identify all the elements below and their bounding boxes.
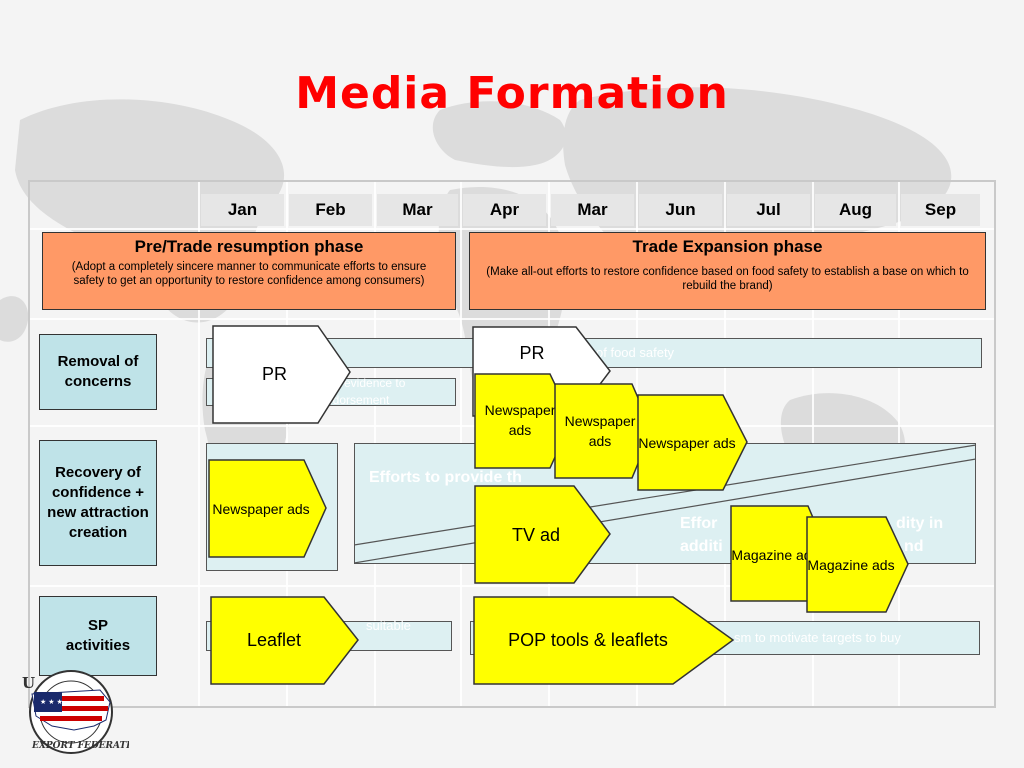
leaflet-label: Leaflet	[246, 630, 302, 650]
column-divider	[198, 182, 200, 706]
row-divider	[30, 585, 994, 587]
row-divider	[30, 318, 994, 320]
pre-trade-phase-box: Pre/Trade resumption phase (Adopt a comp…	[42, 232, 456, 310]
trade-expansion-phase-description: (Make all-out efforts to restore confide…	[486, 266, 969, 292]
logo-text: EXPORT FEDERATION	[31, 741, 129, 751]
row-label-removal: Removal of concerns	[39, 334, 157, 410]
trade-expansion-phase-title: Trade Expansion phase	[632, 237, 823, 256]
pr-shape-1-label: PR	[261, 364, 287, 384]
pop-bar-text: sm to motivate targets to buy	[734, 630, 901, 645]
month-header-mar: Mar	[377, 194, 458, 226]
pre-trade-phase-title: Pre/Trade resumption phase	[134, 237, 364, 256]
magazine-ads-2-label: Magazine ads	[807, 557, 895, 573]
pr-shape-2-label: PR	[519, 343, 545, 363]
newspaper-ads-mar-label: Newspaper ads	[564, 413, 636, 449]
efforts-second-text-a: Effor	[680, 515, 718, 532]
month-header-jan: Jan	[201, 194, 284, 226]
month-header-aug: Aug	[815, 194, 896, 226]
leaflet-shape	[210, 596, 359, 685]
pr-shape-1	[212, 325, 351, 424]
endorsement-bar-text: ndorsement	[326, 393, 390, 407]
efforts-provide-text: Efforts to provide th	[369, 469, 522, 486]
pop-tools-shape	[473, 596, 735, 685]
month-header-jul: Jul	[727, 194, 810, 226]
export-federation-logo: ★ ★ ★ U EXPORT FEDERATION	[22, 670, 129, 754]
pre-trade-phase-description: (Adopt a completely sincere manner to co…	[71, 261, 427, 287]
month-header-jun: Jun	[639, 194, 722, 226]
month-header-apr: Apr	[463, 194, 546, 226]
magazine-ads-1-label: Magazine ads	[731, 547, 819, 563]
month-header-mar-2: Mar	[551, 194, 634, 226]
row-divider	[30, 228, 994, 230]
pop-tools-label: POP tools & leaflets	[508, 630, 668, 650]
newspaper-ads-shape-jan	[208, 459, 327, 558]
newspaper-ads-apr-label: Newspaper ads	[484, 402, 556, 438]
efforts-second-text-c: additi	[680, 538, 723, 555]
trade-expansion-phase-box: Trade Expansion phase (Make all-out effo…	[469, 232, 986, 310]
tv-ad-shape	[474, 485, 611, 584]
newspaper-ads-jan-label: Newspaper ads	[212, 501, 310, 517]
efforts-divider-lines	[354, 444, 977, 564]
evidence-bar-text: evidence to	[344, 376, 406, 390]
magazine-ads-shape-2	[806, 516, 909, 613]
month-header-sep: Sep	[901, 194, 980, 226]
newspaper-ads-shape-jun	[637, 394, 748, 491]
leaflet-bar-text: suitable	[366, 618, 411, 633]
tv-ad-label: TV ad	[511, 525, 561, 545]
us-flag-icon: ★ ★ ★	[31, 689, 111, 731]
logo-letter: U	[22, 674, 35, 692]
page-title: Media Formation	[295, 68, 729, 119]
row-label-recovery: Recovery of confidence + new attraction …	[39, 440, 157, 566]
newspaper-ads-jun-label: Newspaper ads	[638, 435, 736, 451]
timeline-frame	[28, 180, 996, 708]
food-safety-bar-text: of food safety	[596, 345, 675, 360]
efforts-second-text-b: dity in	[896, 515, 944, 532]
svg-text:★ ★ ★: ★ ★ ★	[40, 698, 63, 706]
efforts-second-text-d: nd	[904, 538, 924, 555]
row-label-sp: SP activities	[39, 596, 157, 676]
month-header-feb: Feb	[289, 194, 372, 226]
